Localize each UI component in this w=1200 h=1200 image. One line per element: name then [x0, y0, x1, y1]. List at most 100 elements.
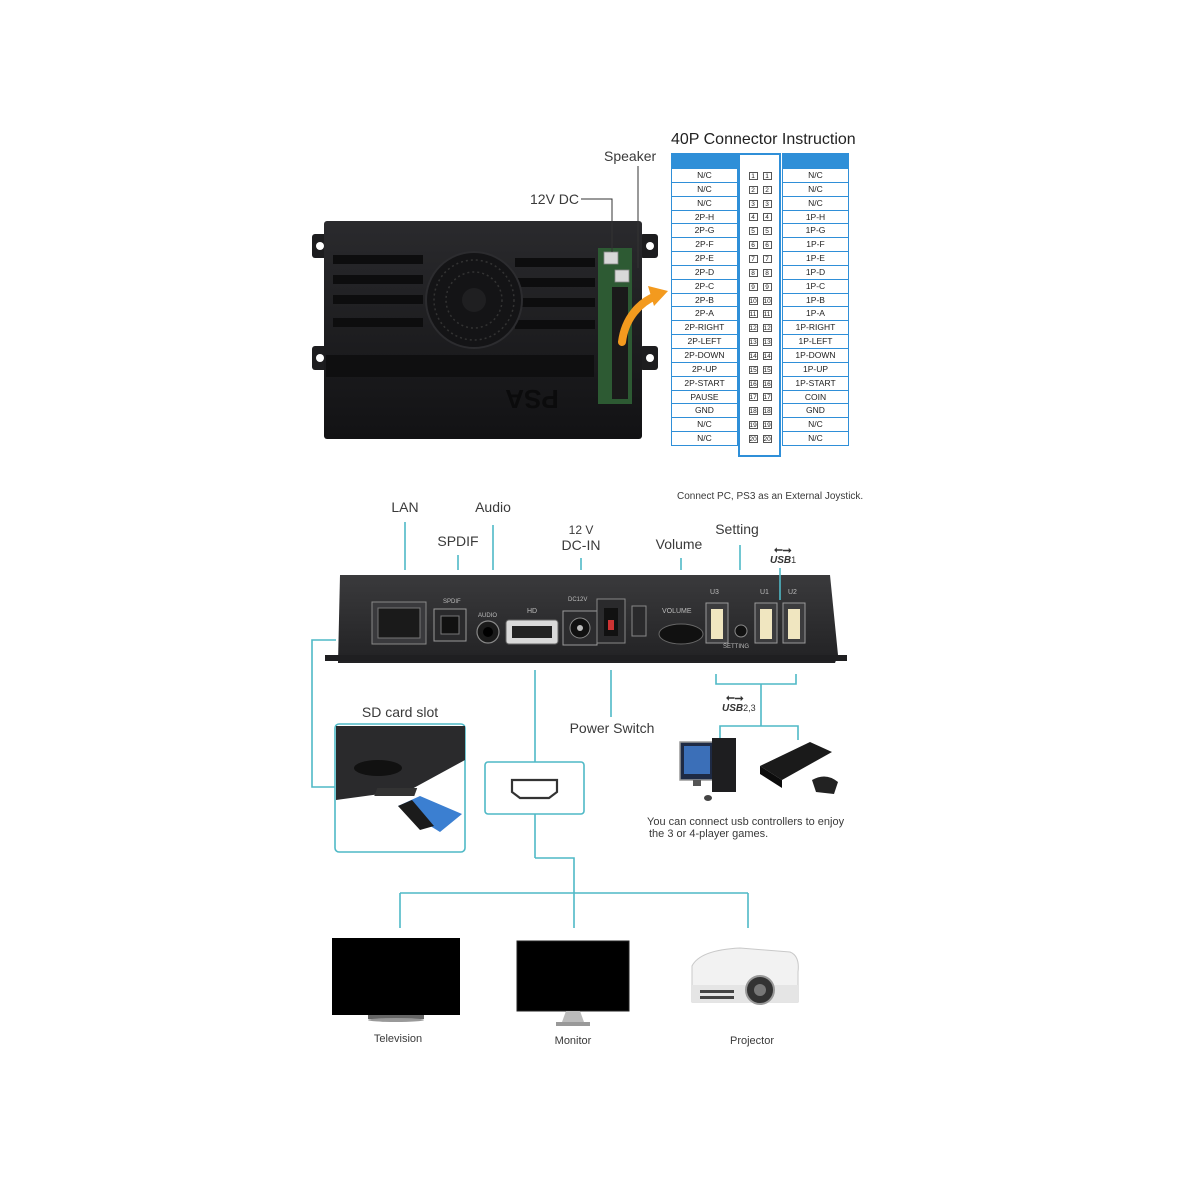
pin-number: 5 [762, 227, 772, 236]
pin-left-label: 2P-START [671, 376, 738, 391]
rear-panel [325, 575, 847, 663]
pin-number: 18 [762, 407, 772, 416]
pin-number: 2 [748, 185, 758, 194]
usb1-text: USB [770, 555, 792, 566]
pin-number: 17 [748, 393, 758, 402]
pin-left-label: N/C [671, 169, 738, 183]
hdmi-icon-box [484, 761, 585, 815]
pin-left-label: N/C [671, 182, 738, 197]
pin-number: 6 [748, 241, 758, 250]
pin-right-label: 1P-B [782, 293, 849, 308]
connector-title: 40P Connector Instruction [671, 131, 856, 148]
pc-and-ps3 [374, 738, 838, 801]
joystick-note: Connect PC, PS3 as an External Joystick. [677, 491, 864, 502]
pin-right-label: 1P-RIGHT [782, 321, 849, 336]
pin-number: 12 [748, 324, 758, 333]
pin-left-label: N/C [671, 418, 738, 433]
pin-right-label: 1P-DOWN [782, 348, 849, 363]
pin-number: 14 [748, 351, 758, 360]
audio-label: Audio [475, 499, 511, 515]
pin-number: 7 [762, 254, 772, 263]
panel-hd: HD [527, 608, 538, 615]
pin-number: 20 [762, 434, 772, 443]
pin-left-label: N/C [671, 196, 738, 211]
pin-left-label: 2P-E [671, 252, 738, 266]
pin-number: 15 [748, 365, 758, 374]
pin-number: 13 [762, 338, 772, 347]
pin-right-label: 1P-LEFT [782, 335, 849, 349]
pin-right-label: N/C [782, 182, 849, 197]
pin-right-label: 1P-E [782, 252, 849, 266]
pin-number: 11 [748, 310, 758, 319]
panel-u2: U2 [788, 589, 797, 596]
sd-card-label: SD card slot [361, 704, 439, 720]
pin-number: 15 [762, 365, 772, 374]
pin-left-label: 2P-DOWN [671, 348, 738, 363]
pin-number: 17 [762, 393, 772, 402]
pin-left-label: 2P-UP [671, 362, 738, 377]
pin-row: 2P-UP 15 15 1P-UP [671, 362, 849, 377]
power-switch-label: Power Switch [569, 720, 655, 736]
pin-number: 1 [762, 171, 772, 180]
pin-number-pair: 12 12 [738, 321, 782, 336]
pin-number: 16 [748, 379, 758, 388]
pin-left-label: 2P-A [671, 307, 738, 322]
panel-setting: SETTING [723, 644, 750, 650]
pin-number: 8 [762, 268, 772, 277]
pin-right-label: 1P-START [782, 376, 849, 391]
pin-right-label: 1P-UP [782, 362, 849, 377]
pin-right-label: 1P-A [782, 307, 849, 322]
pin-right-label: N/C [782, 196, 849, 211]
pin-number: 9 [748, 282, 758, 291]
pin-number: 20 [748, 434, 758, 443]
pin-number: 5 [748, 227, 758, 236]
pin-number: 8 [748, 268, 758, 277]
pin-right-label: 1P-D [782, 265, 849, 280]
pin-left-label: 2P-B [671, 293, 738, 308]
lan-label: LAN [391, 499, 419, 515]
pin-right-label: N/C [782, 432, 849, 446]
monitor-illustration [516, 940, 630, 1026]
pin-left-label: 2P-G [671, 224, 738, 239]
leader-lines [311, 522, 799, 928]
psa-logo: PSA [505, 384, 559, 414]
usb1-number: 1 [791, 555, 797, 565]
pin-number: 12 [762, 324, 772, 333]
hdmi-icon [510, 778, 559, 800]
television-illustration [332, 938, 460, 1022]
pin-number: 2 [762, 185, 772, 194]
pin-number: 10 [748, 296, 758, 305]
television-label: Television [373, 1033, 423, 1045]
pin-right-label: 1P-H [782, 210, 849, 225]
pin-left-label: 2P-H [671, 210, 738, 225]
pin-right-label: 1P-F [782, 238, 849, 253]
usb1-label: ⭠⭢ USB1 [770, 544, 797, 567]
usb-icon: ⭠⭢ [774, 544, 792, 556]
